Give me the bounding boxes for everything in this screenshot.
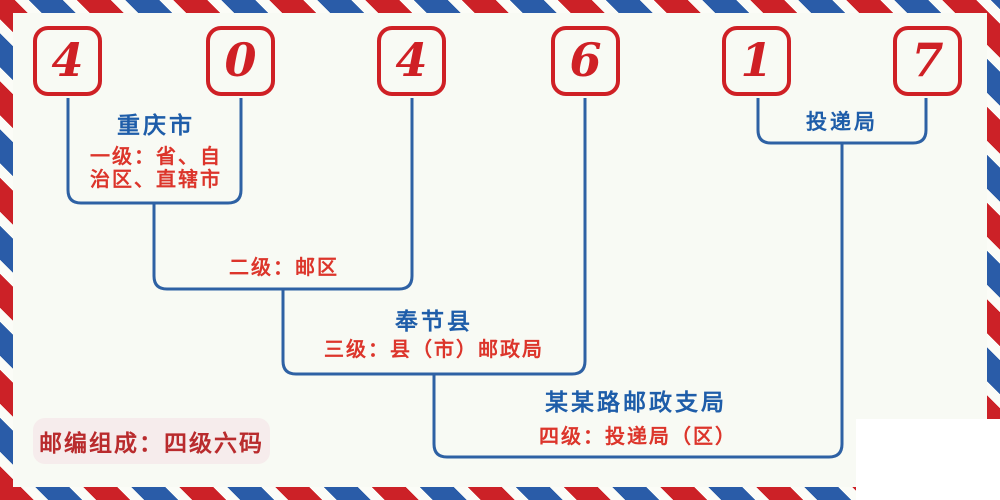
digit-5: 1 <box>740 33 773 87</box>
digit-1: 4 <box>51 33 84 87</box>
level4-desc-label: 四级：投递局（区） <box>539 426 737 448</box>
digit-3: 4 <box>395 33 428 87</box>
level1-desc-line1: 一级：省、自 <box>90 146 222 168</box>
digit-4: 6 <box>569 33 602 87</box>
level3-desc-label: 三级：县（市）邮政局 <box>324 339 544 361</box>
bottom-right-white-patch <box>856 419 1000 500</box>
postal-composition-badge: 邮编组成：四级六码 <box>33 418 270 464</box>
digit-box-2: 0 <box>206 26 275 96</box>
level4-bracket-connector <box>432 143 844 459</box>
digit-2: 0 <box>224 33 257 87</box>
delivery-bracket-connector <box>756 98 928 145</box>
content-panel <box>13 13 987 487</box>
level1-desc-line2: 治区、直辖市 <box>90 169 222 191</box>
digit-box-6: 7 <box>893 26 962 96</box>
digit-box-3: 4 <box>377 26 446 96</box>
digit-box-1: 4 <box>33 26 102 96</box>
level3-region-label: 奉节县 <box>395 308 473 335</box>
level4-region-label: 某某路邮政支局 <box>545 389 727 416</box>
delivery-office-label: 投递局 <box>806 109 878 134</box>
level1-region-label: 重庆市 <box>117 112 195 139</box>
digit-box-4: 6 <box>551 26 620 96</box>
digit-box-5: 1 <box>722 26 791 96</box>
level2-desc-label: 二级：邮区 <box>229 257 339 279</box>
digit-6: 7 <box>911 33 944 87</box>
